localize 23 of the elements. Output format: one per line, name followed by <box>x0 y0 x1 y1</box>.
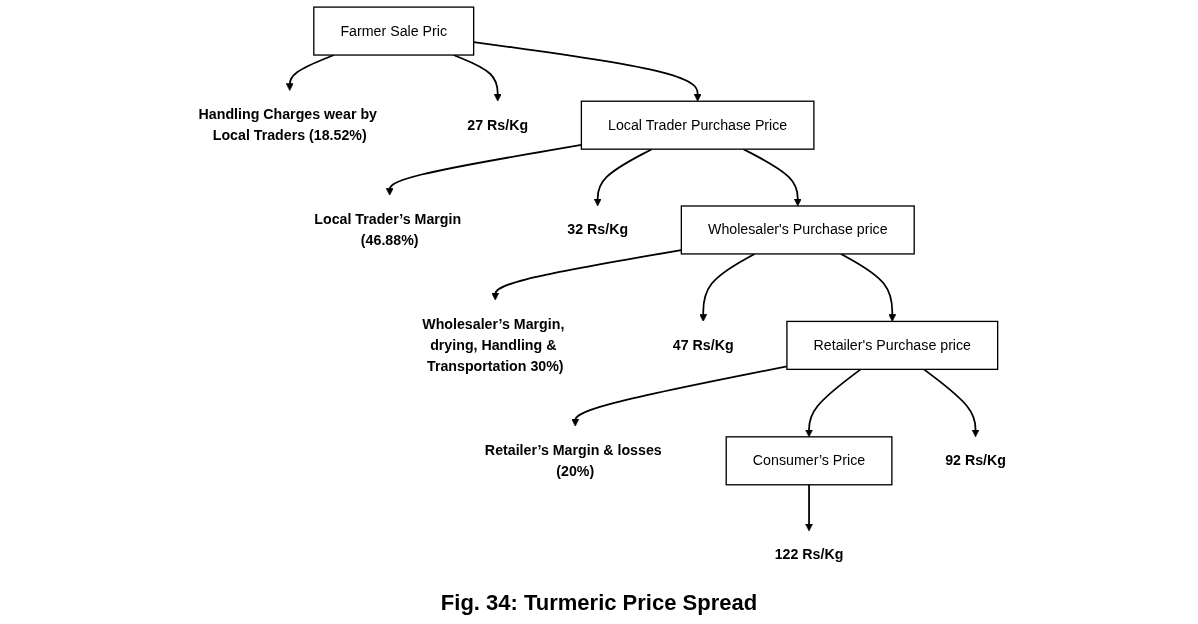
node-text: Wholesaler’s Margin, drying, Handling & Transportation 30%) <box>422 316 565 374</box>
node-text: Local Trader’s Margin (46.88%) <box>314 211 462 248</box>
arrow <box>593 148 653 207</box>
arrow <box>742 148 802 207</box>
node-text: Handling Charges wear by Local Traders (18.52%) <box>198 106 377 143</box>
node-text: 122 Rs/Kg <box>774 546 844 563</box>
node-box: Consumer’s Price <box>725 436 893 486</box>
node-text: Retailer’s Margin & losses (20%) <box>484 442 662 479</box>
node-box: Wholesaler's Purchase price <box>680 205 915 255</box>
arrow <box>923 368 980 438</box>
arrow <box>805 483 813 532</box>
arrow <box>571 365 788 427</box>
arrow <box>699 253 756 322</box>
node-box: Farmer Sale Pric <box>313 6 475 56</box>
node-text: 47 Rs/Kg <box>672 337 734 353</box>
node-text: 27 Rs/Kg <box>467 117 529 133</box>
arrow <box>840 253 897 322</box>
node-box: Local Trader Purchase Price <box>580 100 815 150</box>
figure-caption: Fig. 34: Turmeric Price Spread <box>440 590 758 616</box>
node-text: 92 Rs/Kg <box>945 452 1006 468</box>
node-box: Retailer's Purchase price <box>786 320 999 371</box>
arrow <box>805 368 862 438</box>
node-text: 32 Rs/Kg <box>567 221 629 238</box>
